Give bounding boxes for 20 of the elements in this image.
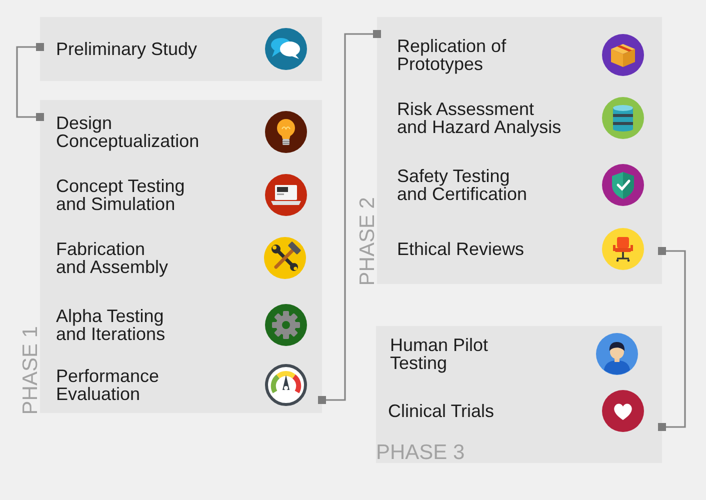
step-panel (40, 17, 322, 81)
connector-line (658, 247, 686, 431)
phase-panel (376, 326, 662, 463)
step-label: Risk Assessment and Hazard Analysis (397, 100, 562, 136)
phase-label: PHASE 2 (358, 197, 377, 286)
step-label: Clinical Trials (388, 402, 496, 420)
step-label: Ethical Reviews (397, 240, 526, 258)
step-label: Performance Evaluation (56, 367, 160, 403)
connector-line (16, 43, 44, 121)
phase-label: PHASE 1 (21, 326, 40, 415)
step-label: Preliminary Study (56, 40, 198, 58)
phase-label: PHASE 3 (376, 442, 465, 463)
step-label: Safety Testing and Certification (397, 167, 528, 203)
step-label: Replication of Prototypes (397, 37, 508, 73)
step-label: Concept Testing and Simulation (56, 177, 186, 213)
step-label: Alpha Testing and Iterations (56, 307, 166, 343)
connector-line (318, 30, 381, 404)
step-label: Fabrication and Assembly (56, 240, 170, 276)
step-label: Design Conceptualization (56, 114, 200, 150)
step-label: Human Pilot Testing (390, 336, 490, 372)
